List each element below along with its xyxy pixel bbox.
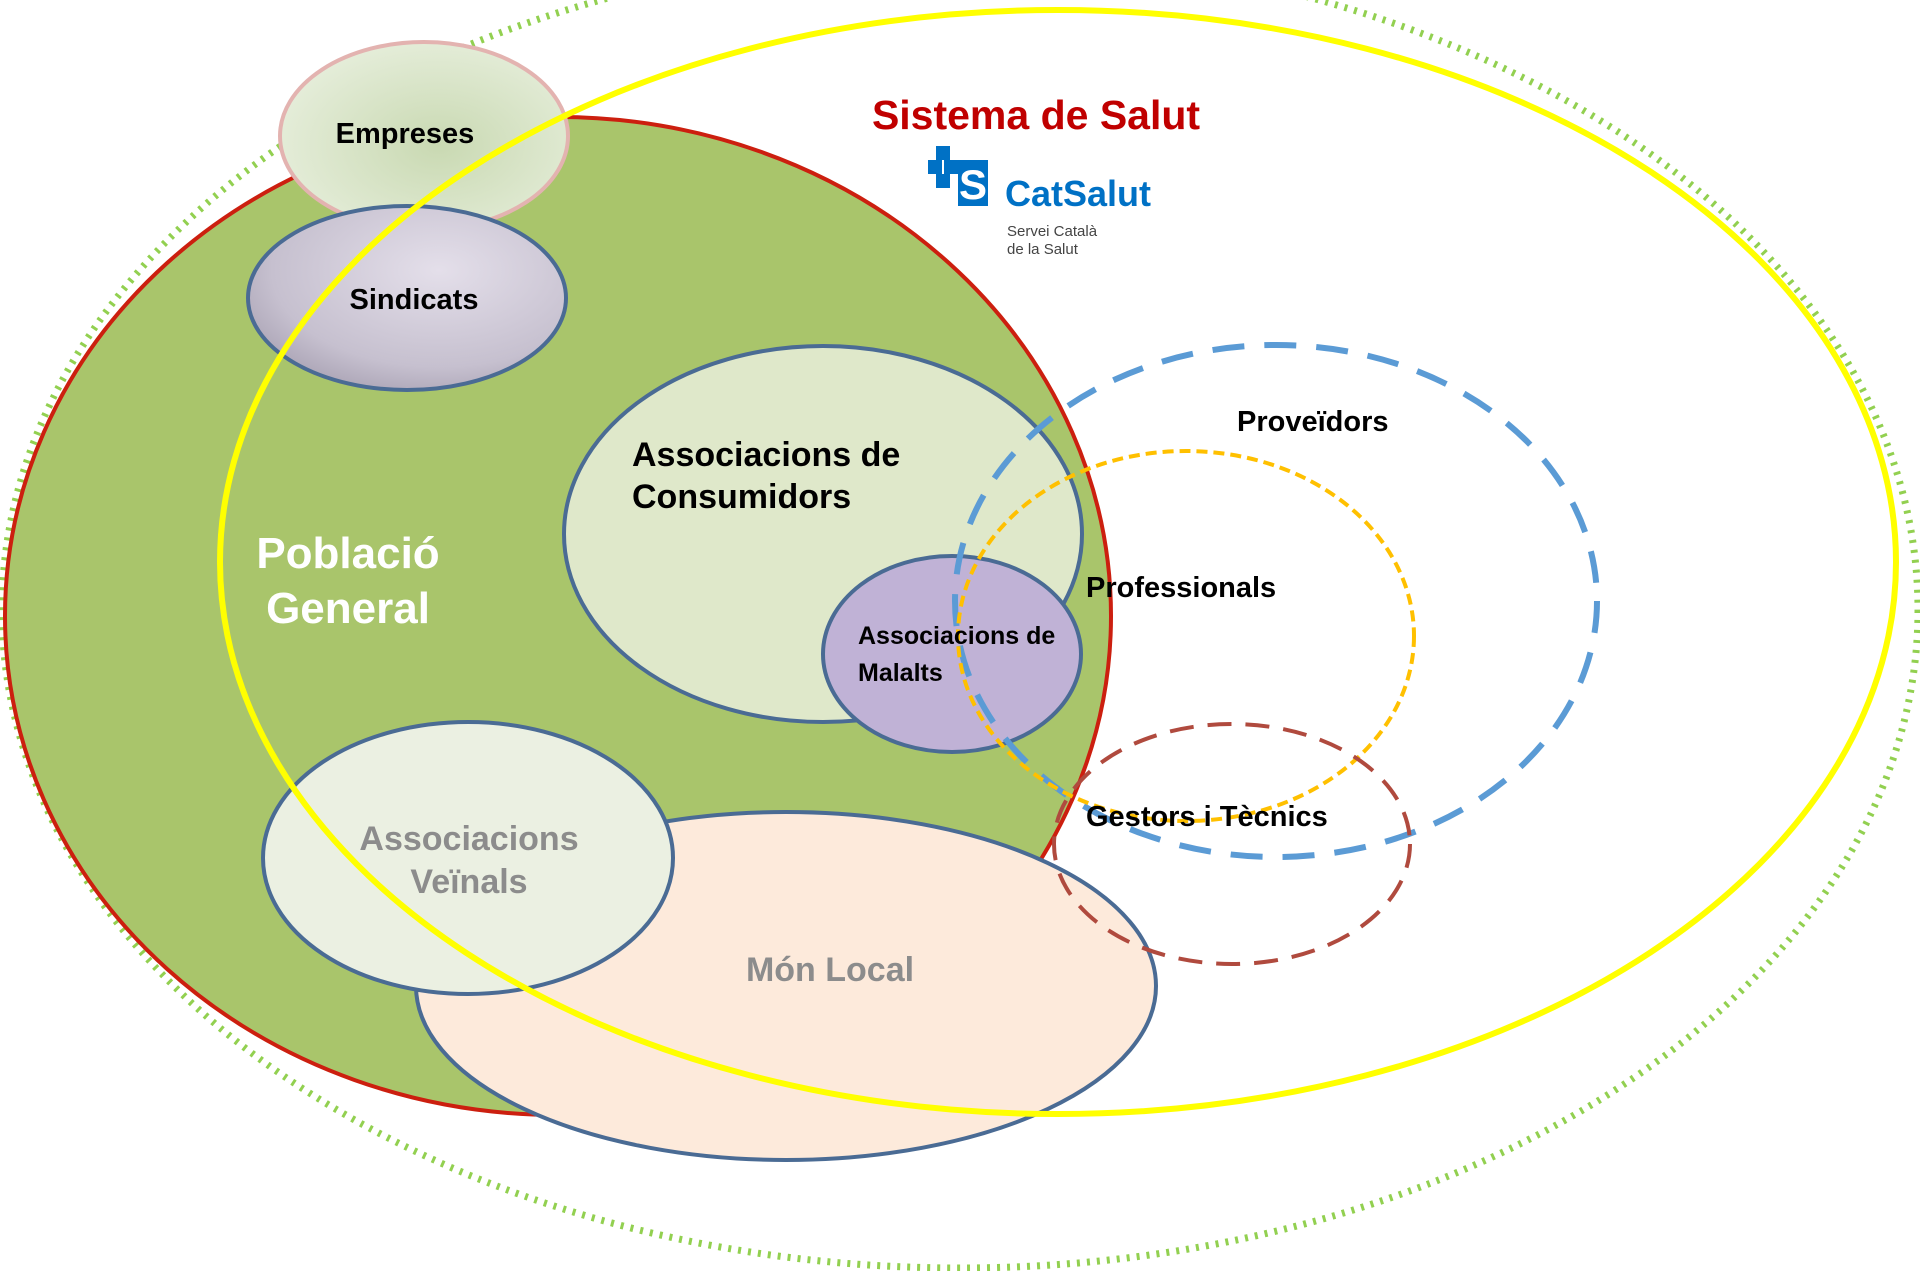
veinals-label-2: Veïnals [410,863,527,901]
gestors-tecnics-circle [1052,722,1412,966]
svg-text:S: S [959,161,987,208]
empreses-label: Empreses [336,118,475,150]
professionals-label: Professionals [1086,572,1276,604]
poblacio-general-label-2: General [266,584,430,633]
sindicats-circle [246,204,568,392]
sindicats-label: Sindicats [350,284,479,316]
associacions-veinals-circle [261,720,675,996]
professionals-circle [956,449,1416,823]
mon-local-label: Món Local [746,951,914,989]
sistema-salut-title: Sistema de Salut [872,92,1200,138]
veinals-label-1: Associacions [359,820,578,858]
consumidors-label-1: Associacions de [632,436,900,474]
gestors-tecnics-label: Gestors i Tècnics [1086,801,1328,833]
malalts-label-2: Malalts [858,659,943,687]
catsalut-subtitle-line1: Servei Català [1007,223,1098,240]
catsalut-brand: CatSalut [1005,173,1151,214]
proveidors-circle [952,342,1600,860]
catsalut-logo-icon: S [928,146,988,208]
proveidors-label: Proveïdors [1237,406,1389,438]
malalts-label-1: Associacions de [858,622,1055,650]
sistema-salut-ellipse [217,7,1899,1117]
poblacio-general-label-1: Població [256,529,439,578]
associacions-malalts-circle [821,554,1083,754]
consumidors-label-2: Consumidors [632,478,851,516]
catsalut-subtitle-line2: de la Salut [1007,241,1079,258]
